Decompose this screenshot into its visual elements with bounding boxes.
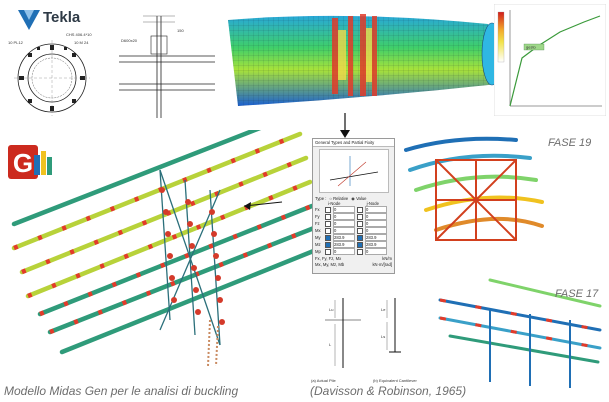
- down-arrow-icon: [340, 113, 350, 138]
- tekla-logo-text: Tekla: [43, 9, 81, 26]
- footer-unit: kN/m: [382, 256, 392, 261]
- caption-left: Modello Midas Gen per le analisi di buck…: [4, 384, 239, 398]
- j-node-value[interactable]: 0: [365, 220, 387, 227]
- fixity-row-label: My: [315, 235, 321, 240]
- tekla-logo-icon: [18, 10, 40, 30]
- j-node-checkbox[interactable]: [357, 220, 363, 227]
- pile-ls: Ls: [381, 334, 385, 339]
- j-node-checkbox[interactable]: [357, 234, 363, 241]
- fixity-row: Fy 0 0: [313, 213, 394, 220]
- section-label-1: D600x20: [121, 38, 138, 43]
- fase17-label: FASE 17: [555, 288, 599, 300]
- svg-text:G: G: [13, 148, 33, 178]
- dialog-axis-diagram: [319, 149, 389, 193]
- footer-left2: Mx, My, Mz, Mb: [315, 262, 345, 267]
- j-node-checkbox[interactable]: [357, 206, 363, 213]
- j-node-checkbox[interactable]: [357, 227, 363, 234]
- relative-radio[interactable]: ○ Relative: [329, 196, 349, 201]
- footer-unit2: kN·m/[rad]: [372, 262, 392, 267]
- fixity-row-label: Fx: [315, 207, 320, 212]
- relative-radio-label: Relative: [333, 196, 349, 201]
- fixity-row: Fx 0 0: [313, 206, 394, 213]
- i-node-checkbox[interactable]: [325, 213, 331, 220]
- equivalent-cantilever-label: (b) Equivalent Cantilever: [373, 378, 417, 383]
- j-node-header: j-Node: [366, 201, 379, 206]
- graph-marker-label: gesto: [526, 45, 537, 50]
- flange-drawing: 10 PL12 CHS 406.4*10 10 M 24: [8, 32, 92, 116]
- tekla-logo: Tekla: [18, 6, 100, 32]
- j-node-value[interactable]: 0: [365, 213, 387, 220]
- fixity-row-label: Fy: [315, 214, 320, 219]
- i-node-value[interactable]: 283.9: [333, 234, 355, 241]
- fixity-row: Mp 0 0: [313, 248, 394, 255]
- pile-lu: Lu: [329, 307, 333, 312]
- i-node-checkbox[interactable]: [325, 227, 331, 234]
- i-node-checkbox[interactable]: [325, 248, 331, 255]
- i-node-value[interactable]: 0: [333, 227, 355, 234]
- type-label: Type :: [315, 196, 327, 201]
- flange-label-1: 10 PL12: [8, 40, 24, 45]
- fase17-render: [438, 278, 602, 388]
- j-node-value[interactable]: 0: [365, 227, 387, 234]
- flange-label-2: CHS 406.4*10: [66, 32, 92, 37]
- partial-fixity-dialog: General Types and Partial Fixity Type : …: [312, 138, 395, 274]
- section-label-2: 150: [177, 28, 184, 33]
- pile-l: L: [329, 342, 332, 347]
- fixity-row-label: Mp: [315, 249, 321, 254]
- flange-label-3: 10 M 24: [74, 40, 89, 45]
- i-node-checkbox[interactable]: [325, 241, 331, 248]
- fixity-row: Mx 0 0: [313, 227, 394, 234]
- i-node-checkbox[interactable]: [325, 234, 331, 241]
- j-node-value[interactable]: 283.9: [365, 241, 387, 248]
- caption-right: (Davisson & Robinson, 1965): [310, 384, 467, 398]
- value-radio[interactable]: ◉ Value: [351, 196, 367, 201]
- fixity-row-label: Fz: [315, 221, 320, 226]
- i-node-value[interactable]: 0: [333, 206, 355, 213]
- fixity-row: Mz 283.9 283.9: [313, 241, 394, 248]
- j-node-value[interactable]: 0: [365, 206, 387, 213]
- pile-le: Le: [381, 307, 386, 312]
- j-node-checkbox[interactable]: [357, 213, 363, 220]
- j-node-value[interactable]: 0: [365, 248, 387, 255]
- pile-diagrams: Lu L Le Ls (a) Actual Pile (b) Equivalen…: [311, 298, 417, 383]
- fixity-row: My 283.9 283.9: [313, 234, 394, 241]
- j-node-checkbox[interactable]: [357, 241, 363, 248]
- i-node-value[interactable]: 0: [333, 248, 355, 255]
- midas-model-render: [11, 130, 318, 367]
- i-node-value[interactable]: 0: [333, 220, 355, 227]
- stress-strain-graph: gesto: [494, 4, 606, 116]
- j-node-checkbox[interactable]: [357, 248, 363, 255]
- fase19-label: FASE 19: [548, 137, 592, 149]
- fixity-row: Fz 0 0: [313, 220, 394, 227]
- footer-left: Fx, Fy, Fz, Mx: [315, 256, 342, 261]
- i-node-value[interactable]: 283.9: [333, 241, 355, 248]
- value-radio-label: Value: [356, 196, 367, 201]
- joint-fem-render: [228, 14, 503, 106]
- actual-pile-label: (a) Actual Pile: [311, 378, 336, 383]
- i-node-checkbox[interactable]: [325, 206, 331, 213]
- j-node-value[interactable]: 283.9: [365, 234, 387, 241]
- dialog-title: General Types and Partial Fixity: [313, 139, 394, 147]
- i-node-value[interactable]: 0: [333, 213, 355, 220]
- fase19-render: [404, 136, 544, 241]
- i-node-checkbox[interactable]: [325, 220, 331, 227]
- fixity-row-label: Mz: [315, 242, 321, 247]
- midas-gen-logo-icon: G: [8, 145, 52, 179]
- section-drawing: D600x20 150: [119, 15, 215, 118]
- i-node-header: i-Node: [328, 201, 341, 206]
- fixity-row-label: Mx: [315, 228, 321, 233]
